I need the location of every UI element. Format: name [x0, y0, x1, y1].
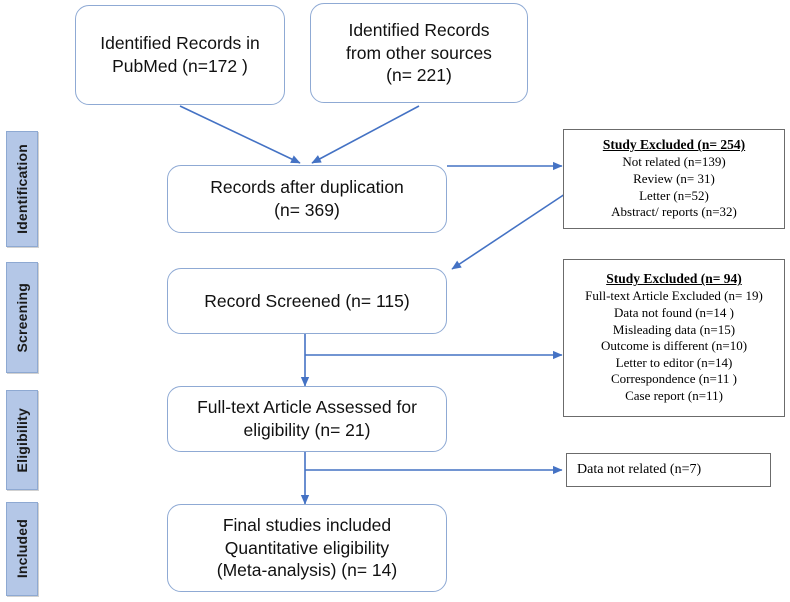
node-identified-records-pubmed: Identified Records in PubMed (n=172 ) — [75, 5, 285, 105]
stage-label-text: Included — [14, 519, 30, 579]
node-line: Identified Records — [348, 19, 490, 40]
excluded-box-2: Study Excluded (n= 94) Full-text Article… — [563, 259, 785, 417]
node-line: Full-text Article Assessed for — [197, 397, 417, 418]
excluded-box-3: Data not related (n=7) — [566, 453, 771, 487]
stage-label-eligibility: Eligibility — [6, 390, 38, 490]
excluded-reason: Correspondence (n=11 ) — [611, 371, 737, 387]
excluded-reason: Letter (n=52) — [639, 187, 709, 203]
node-line: eligibility (n= 21) — [243, 420, 371, 440]
excluded-reason: Review (n= 31) — [633, 170, 715, 186]
node-final-studies-included: Final studies included Quantitative elig… — [167, 504, 447, 592]
arrow-pubmed-to-dedup — [179, 105, 301, 164]
stage-label-text: Identification — [14, 144, 30, 234]
node-line: (n= 221) — [386, 65, 452, 86]
excluded-reason: Case report (n=11) — [625, 388, 723, 404]
excluded-reason: Data not found (n=14 ) — [614, 304, 734, 320]
stage-label-included: Included — [6, 502, 38, 596]
node-line: (n= 369) — [274, 200, 340, 220]
node-fulltext-articles-assessed: Full-text Article Assessed for eligibili… — [167, 386, 447, 452]
excluded-reason: Abstract/ reports (n=32) — [611, 204, 737, 220]
excluded-reason: Outcome is different (n=10) — [600, 338, 748, 354]
excluded-reason: Misleading data (n=15) — [612, 321, 736, 337]
stage-label-identification: Identification — [6, 131, 38, 247]
excluded-reason: Full-text Article Excluded (n= 19) — [585, 288, 763, 304]
node-line: Records after duplication — [210, 177, 404, 198]
excluded-reason: Letter to editor (n=14) — [615, 354, 733, 370]
excluded-heading: Study Excluded (n= 254) — [602, 137, 746, 153]
node-identified-records-other-sources: Identified Records from other sources (n… — [310, 3, 528, 103]
node-line: Record Screened (n= 115) — [204, 290, 410, 311]
arrow-excluded-1-to-screened — [451, 193, 566, 270]
node-line: PubMed (n=172 ) — [112, 56, 248, 76]
excluded-reason: Data not related (n=7) — [577, 462, 702, 478]
excluded-heading: Study Excluded (n= 94) — [606, 271, 742, 287]
stage-label-text: Screening — [14, 282, 30, 353]
stage-label-text: Eligibility — [14, 407, 30, 473]
stage-label-screening: Screening — [6, 262, 38, 373]
excluded-reason: Not related (n=139) — [622, 154, 726, 170]
node-line: Quantitative eligibility — [224, 537, 390, 558]
node-line: Final studies included — [222, 514, 392, 535]
excluded-box-1: Study Excluded (n= 254) Not related (n=1… — [563, 129, 785, 229]
node-line: from other sources — [346, 42, 492, 63]
node-records-after-duplication: Records after duplication (n= 369) — [167, 165, 447, 233]
node-line: Identified Records in — [100, 33, 260, 54]
node-line: (Meta-analysis) (n= 14) — [216, 560, 398, 581]
arrow-other-to-dedup — [311, 105, 420, 164]
node-records-screened: Record Screened (n= 115) — [167, 268, 447, 334]
